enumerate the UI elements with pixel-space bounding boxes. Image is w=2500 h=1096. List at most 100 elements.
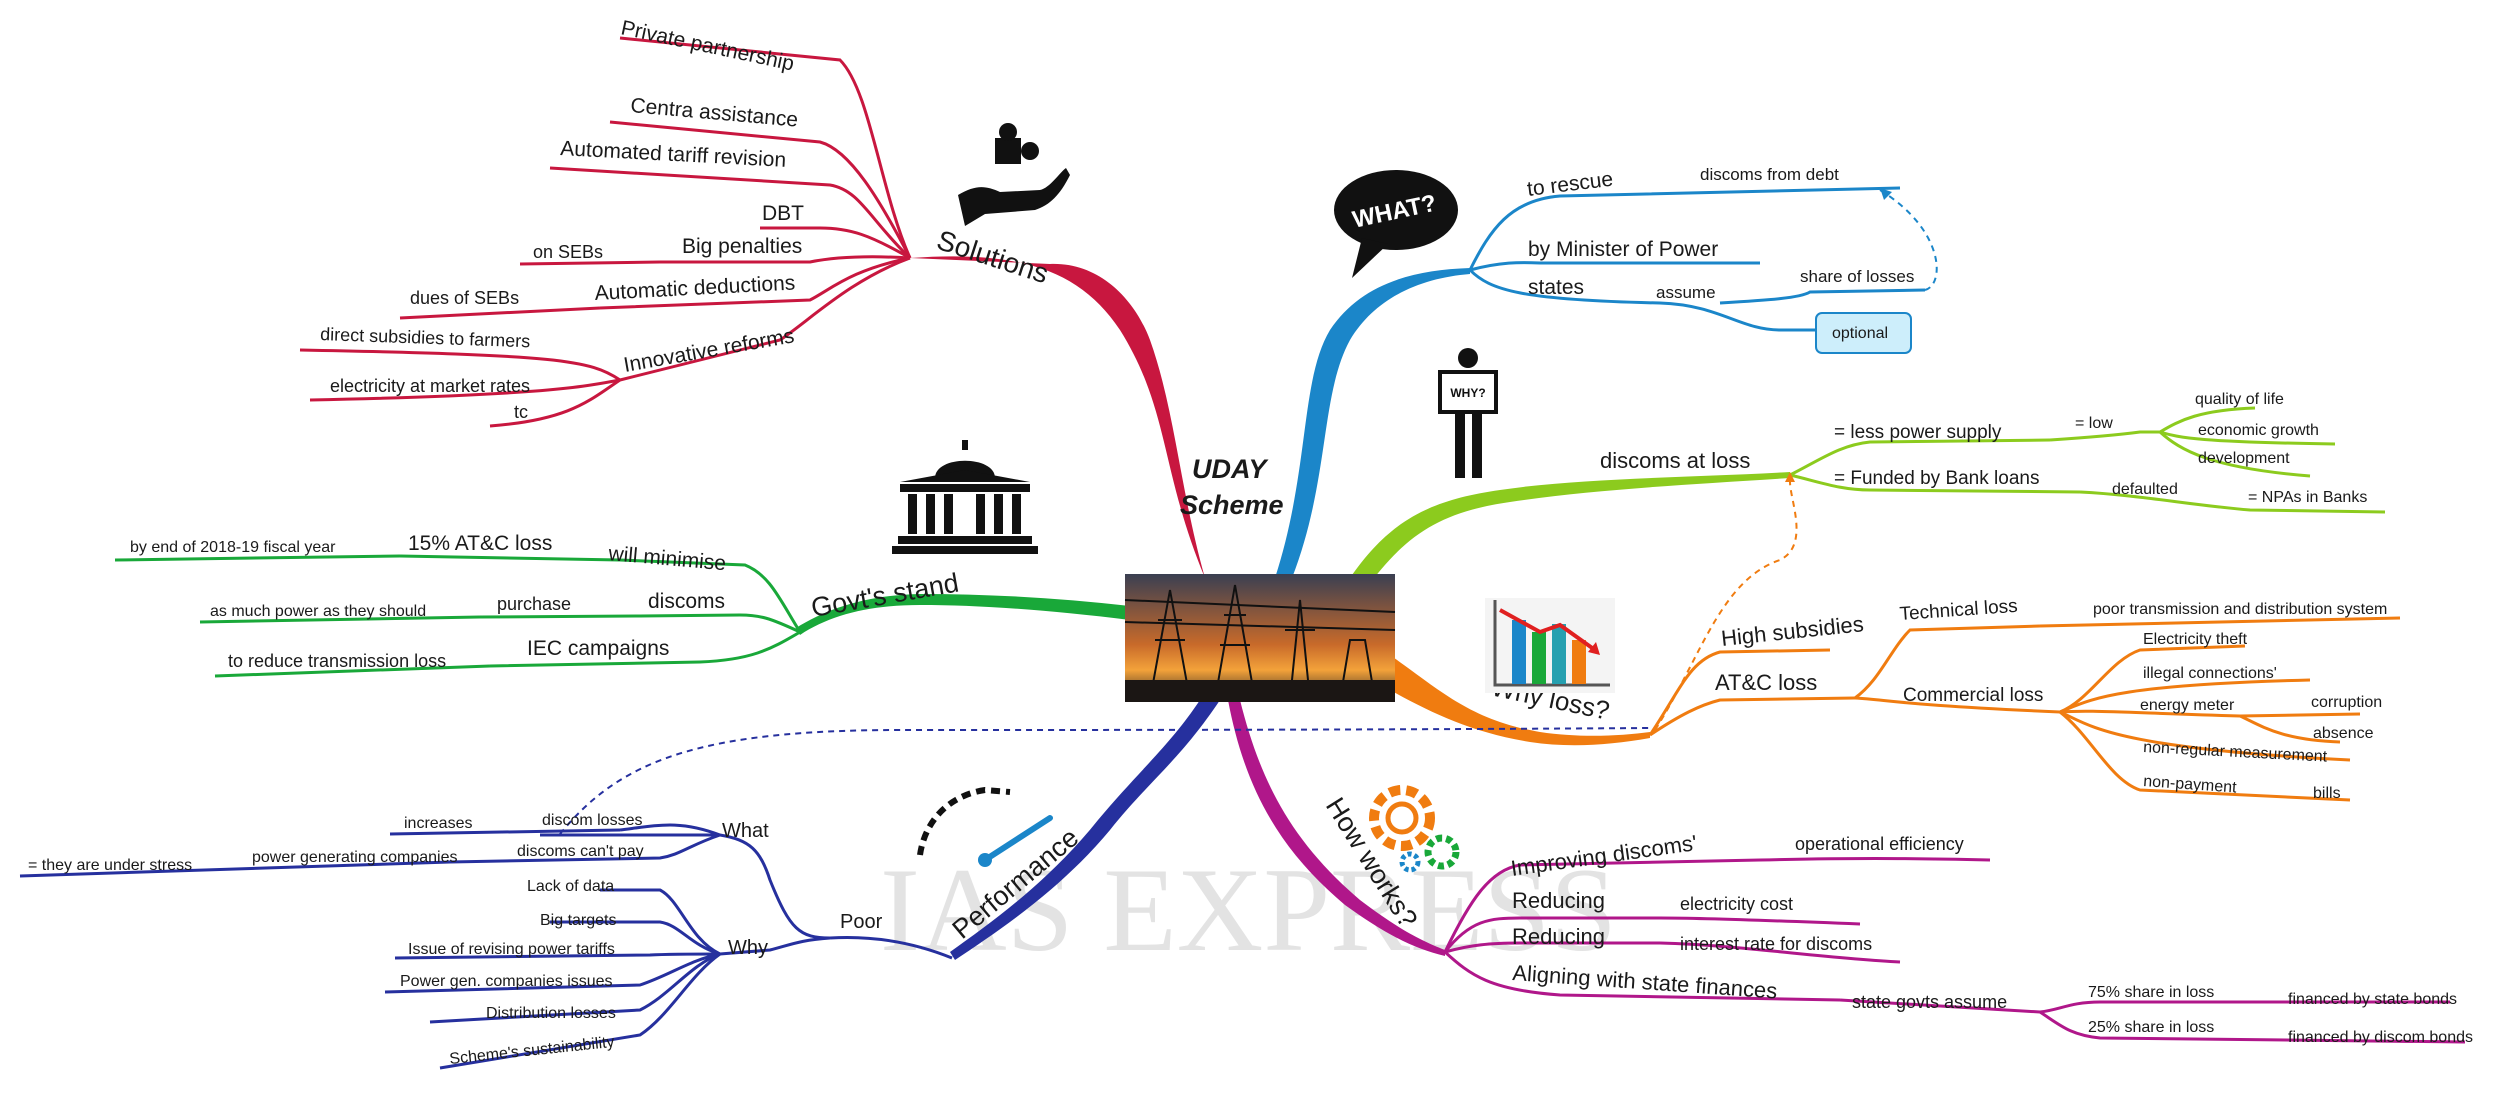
howworks-item-share75: 75% share in loss [2088, 984, 2214, 1001]
why-item-less-supply: = less power supply [1834, 422, 2002, 443]
whyloss-item-corruption: corruption [2311, 694, 2382, 711]
puzzle-hand-icon [958, 123, 1070, 226]
solutions-branch [910, 256, 1205, 578]
performance-item-lack: Lack of data [527, 878, 614, 895]
performance-item-gen-issues: Power gen. companies issues [400, 973, 613, 990]
why-branch [1350, 472, 1790, 590]
performance-item-stress: = they are under stress [28, 857, 192, 874]
what-item-debt: discoms from debt [1700, 165, 1839, 184]
why-links [1789, 406, 2386, 514]
why-item-loss: discoms at loss [1600, 448, 1750, 473]
watermark: IAS EXPRESS [880, 843, 1617, 976]
whyloss-branch [1390, 655, 1650, 746]
howworks-item-reducing1: Reducing [1512, 888, 1605, 913]
solutions-item-penalties: Big penalties [682, 235, 802, 258]
performance-item-discom-losses: discom losses [542, 812, 642, 829]
what-links [1468, 186, 1926, 332]
solutions-item-on-sebs: on SEBs [533, 242, 603, 262]
performance-item-sustain: Scheme's sustainability [449, 1034, 616, 1068]
solutions-item-market: electricity at market rates [330, 376, 530, 396]
whyloss-item-technical: Technical loss [1899, 596, 2018, 625]
performance-item-targets: Big targets [540, 912, 616, 929]
govt-branch [796, 594, 1130, 635]
solutions-links [299, 36, 912, 428]
whyloss-item-theft: Electricity theft [2143, 631, 2248, 648]
speedometer-icon [917, 786, 1053, 867]
performance-branch [950, 700, 1220, 960]
performance-item-tariffs: Issue of revising power tariffs [408, 941, 615, 958]
whyloss-dashed-link [1654, 481, 1798, 731]
whyloss-item-meter: energy meter [2140, 697, 2235, 714]
solutions-label: Solutions [933, 224, 1052, 289]
performance-what: What [722, 820, 769, 842]
howworks-item-reducing2: Reducing [1512, 924, 1605, 949]
whyloss-item-poor-td: poor transmission and distribution syste… [2093, 601, 2387, 618]
howworks-item-share25: 25% share in loss [2088, 1019, 2214, 1036]
what-item-assume: assume [1656, 283, 1716, 302]
solutions-item-dues: dues of SEBs [410, 288, 519, 308]
what-arrow-head [1880, 188, 1892, 200]
government-building-icon [892, 440, 1038, 554]
solutions-item-tariff: Automated tariff revision [560, 137, 787, 172]
howworks-item-discom-bonds: financed by discom bonds [2288, 1029, 2473, 1046]
performance-item-cant-pay: discoms can't pay [517, 843, 644, 860]
whyloss-item-nonreg: non-regular measurement [2143, 739, 2328, 766]
whyloss-item-bills: bills [2313, 785, 2341, 802]
performance-item-increases: increases [404, 815, 472, 832]
why-item-quality: quality of life [2195, 391, 2284, 408]
govt-item-reduce: to reduce transmission loss [228, 651, 446, 671]
what-item-minister: by Minister of Power [1528, 238, 1718, 261]
govt-label: Govt's stand [809, 567, 961, 622]
performance-dashed-link [559, 727, 1651, 835]
howworks-item-interest: interest rate for discoms [1680, 934, 1872, 954]
why-item-low: = low [2075, 415, 2113, 432]
gears-icon [1369, 785, 1460, 873]
center-title-line2: Scheme [1180, 490, 1284, 520]
solutions-item-innovative: Innovative reforms [622, 324, 796, 377]
performance-links [19, 823, 953, 1070]
why-sign-label: WHY? [1450, 386, 1485, 400]
what-dashed-link [1879, 189, 1938, 291]
what-speech-bubble-icon [1334, 170, 1458, 278]
howworks-links [1443, 857, 2466, 1044]
whyloss-item-illegal: illegal connections' [2143, 665, 2277, 682]
whyloss-item-atc: AT&C loss [1715, 670, 1817, 695]
performance-item-dist-losses: Distribution losses [486, 1005, 616, 1022]
what-branch [1275, 268, 1470, 578]
performance-item-power-gen: power generating companies [252, 849, 457, 866]
what-item-share: share of losses [1800, 267, 1914, 286]
solutions-item-dbt: DBT [762, 202, 804, 225]
what-item-states: states [1528, 276, 1584, 299]
why-item-npa: = NPAs in Banks [2248, 489, 2367, 506]
solutions-item-tc: tc [514, 402, 528, 422]
what-item-optional: optional [1832, 325, 1888, 342]
whyloss-item-commercial: Commercial loss [1903, 685, 2043, 706]
solutions-item-deductions: Automatic deductions [594, 272, 796, 305]
solutions-item-subsidies: direct subsidies to farmers [320, 324, 531, 351]
why-item-growth: economic growth [2198, 422, 2319, 439]
why-item-defaulted: defaulted [2112, 481, 2178, 498]
govt-item-purchase: purchase [497, 594, 571, 614]
person-why-sign-icon [1438, 348, 1498, 478]
govt-item-minimise: will minimise [607, 542, 727, 575]
solutions-item-private: Private partnership [619, 16, 796, 75]
govt-item-discoms: discoms [648, 590, 725, 613]
why-item-funded: = Funded by Bank loans [1834, 468, 2039, 489]
center-title-line1: UDAY [1192, 454, 1269, 484]
govt-item-as-much: as much power as they should [210, 603, 426, 620]
whyloss-item-subsidies: High subsidies [1720, 611, 1865, 651]
whyloss-item-absence: absence [2313, 725, 2374, 742]
howworks-item-op-eff: operational efficiency [1795, 834, 1964, 854]
performance-poor: Poor [840, 911, 883, 933]
govt-item-fiscal: by end of 2018-19 fiscal year [130, 539, 336, 556]
govt-item-atc15: 15% AT&C loss [408, 532, 552, 555]
whyloss-arrow-head [1785, 472, 1795, 482]
why-item-development: development [2198, 450, 2290, 467]
performance-why: Why [728, 937, 768, 959]
declining-bar-chart-icon [1485, 598, 1615, 693]
whyloss-item-nonpay: non-payment [2143, 773, 2238, 797]
govt-item-iec: IEC campaigns [527, 637, 669, 660]
govt-links [114, 554, 802, 678]
center-image [1124, 574, 1396, 702]
